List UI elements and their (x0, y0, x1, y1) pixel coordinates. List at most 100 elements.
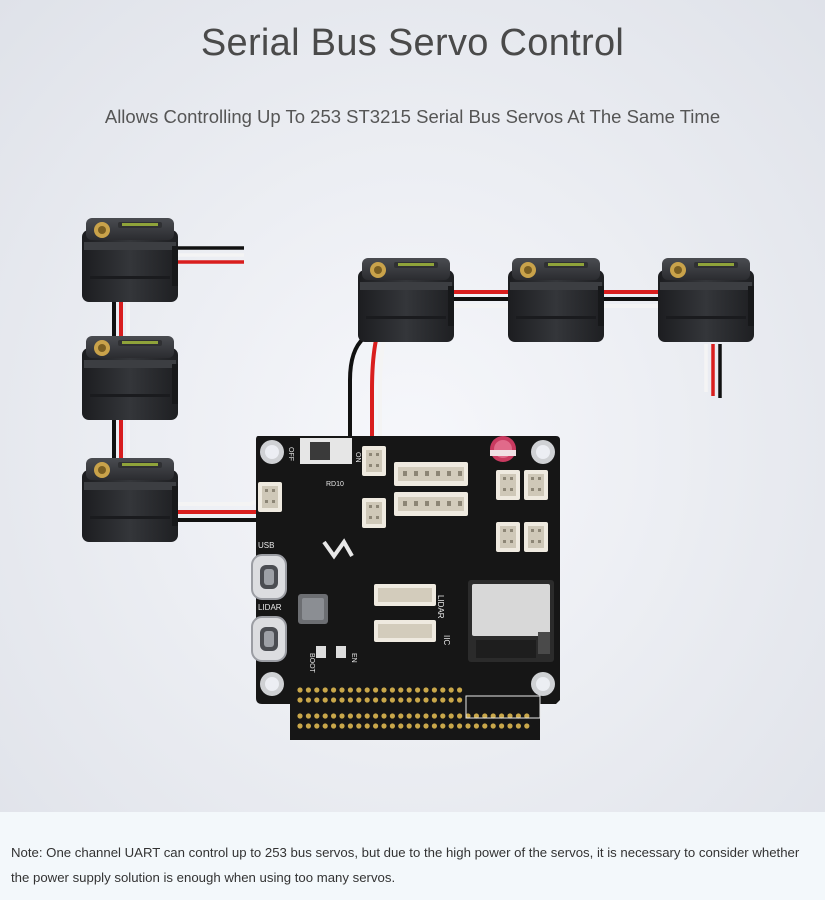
gpio-pad (331, 687, 337, 693)
gpio-pad (457, 723, 463, 729)
servo-right-3 (658, 258, 754, 342)
gpio-pad (373, 687, 379, 693)
gpio-pad (389, 687, 395, 693)
gpio-pad (507, 713, 513, 719)
gpio-pad (440, 697, 446, 703)
gpio-pad (431, 713, 437, 719)
gpio-pad (440, 723, 446, 729)
gpio-pad (415, 687, 421, 693)
servo-right-1 (358, 258, 454, 342)
gpio-pad (406, 723, 412, 729)
usb-port-label: USB (258, 541, 274, 550)
en-button-label: EN (350, 653, 357, 663)
gpio-pad (431, 687, 437, 693)
servo-board-illustration: USB LIDAR LIDAR BOOT EN OFF ON IIC RD10 (82, 218, 754, 740)
gpio-pad (364, 697, 370, 703)
gpio-pad (389, 723, 395, 729)
gpio-pad (339, 723, 345, 729)
gpio-pad (347, 697, 353, 703)
gpio-pad (314, 687, 320, 693)
gpio-pad (389, 713, 395, 719)
gpio-pad (415, 723, 421, 729)
gpio-pad (507, 723, 513, 729)
gpio-pad (322, 697, 328, 703)
gpio-pad (356, 723, 362, 729)
gpio-pad (465, 723, 471, 729)
gpio-pad (490, 723, 496, 729)
gpio-pad (398, 723, 404, 729)
lidar-port-label: LIDAR (258, 603, 282, 612)
gpio-pad (440, 687, 446, 693)
gpio-pad (364, 713, 370, 719)
gpio-pad (347, 687, 353, 693)
gpio-pad (457, 687, 463, 693)
gpio-pad (490, 713, 496, 719)
gpio-pad (423, 713, 429, 719)
gpio-pad (356, 687, 362, 693)
gpio-pad (381, 697, 387, 703)
gpio-pad (415, 713, 421, 719)
gpio-pad (347, 723, 353, 729)
gpio-pad (297, 713, 303, 719)
gpio-pad (515, 723, 522, 729)
gpio-pad (347, 713, 353, 719)
gpio-pad (314, 697, 320, 703)
gpio-pad (373, 723, 379, 729)
gpio-pad (322, 713, 328, 719)
gpio-pad (457, 697, 463, 703)
gpio-pad (499, 713, 505, 719)
gpio-pad (339, 697, 345, 703)
gpio-pad (431, 697, 437, 703)
gpio-pad (398, 713, 404, 719)
gpio-pad (524, 713, 530, 719)
gpio-pad (423, 697, 429, 703)
servo-right-2 (508, 258, 604, 342)
gpio-pad (406, 713, 412, 719)
boot-button-label: BOOT (308, 653, 315, 674)
gpio-pad (331, 713, 337, 719)
gpio-pad (373, 713, 379, 719)
switch-off-label: OFF (287, 447, 294, 461)
gpio-pad (524, 723, 530, 729)
gpio-pad (457, 713, 463, 719)
gpio-pad (331, 723, 337, 729)
gpio-pad (356, 697, 362, 703)
gpio-pad (473, 723, 479, 729)
board-part-label: RD10 (326, 481, 344, 488)
gpio-pad (423, 687, 429, 693)
gpio-pad (305, 713, 311, 719)
note-section: Note: One channel UART can control up to… (0, 812, 825, 900)
gpio-pad (297, 723, 303, 729)
gpio-pad (440, 713, 446, 719)
switch-on-label: ON (354, 452, 361, 463)
gpio-pad (465, 713, 471, 719)
gpio-pad (431, 723, 437, 729)
iic-label: IIC (442, 635, 451, 645)
gpio-pad (499, 723, 505, 729)
gpio-pad (305, 697, 311, 703)
gpio-pad (381, 723, 387, 729)
gpio-pad (297, 687, 303, 693)
gpio-pad (381, 713, 387, 719)
gpio-pad (398, 697, 404, 703)
gpio-pad (322, 687, 328, 693)
gpio-pad (448, 713, 454, 719)
gpio-pad (373, 697, 379, 703)
gpio-pad (339, 687, 345, 693)
gpio-pad (314, 713, 320, 719)
gpio-pad (305, 723, 311, 729)
page-subtitle: Allows Controlling Up To 253 ST3215 Seri… (104, 106, 721, 127)
gpio-pad (482, 723, 488, 729)
gpio-pad (398, 687, 404, 693)
gpio-pad (423, 723, 429, 729)
driver-board: USB LIDAR LIDAR BOOT EN OFF ON IIC RD10 (251, 436, 560, 740)
gpio-pad (297, 697, 303, 703)
gpio-pad (406, 697, 412, 703)
gpio-pad (482, 713, 488, 719)
gpio-pad (305, 687, 311, 693)
gpio-pad (356, 713, 362, 719)
gpio-pad (406, 687, 412, 693)
gpio-pad (473, 713, 479, 719)
product-hero: USB LIDAR LIDAR BOOT EN OFF ON IIC RD10 … (0, 0, 825, 812)
gpio-pad (448, 697, 454, 703)
